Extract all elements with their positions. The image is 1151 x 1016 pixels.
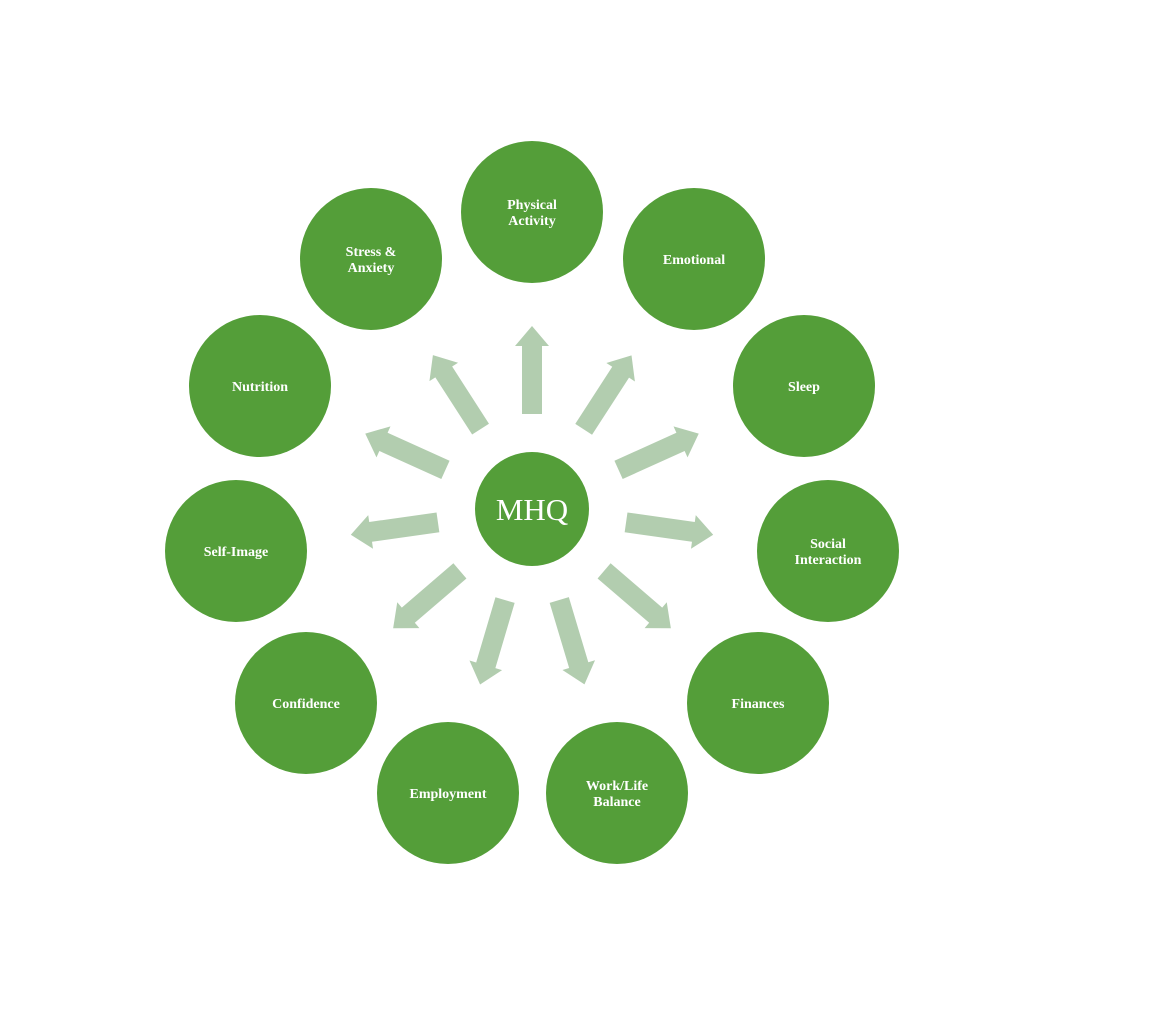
node-stress-anxiety: Stress &Anxiety [300, 188, 442, 330]
arrow-to-work-life-balance [549, 597, 596, 685]
arrow-to-finances [597, 563, 671, 629]
node-label: Employment [410, 787, 487, 802]
arrow-to-self-image [350, 512, 440, 549]
arrow-to-confidence [393, 563, 467, 629]
arrow-to-employment [469, 597, 515, 685]
arrow-to-nutrition [365, 426, 450, 479]
node-circle [300, 188, 442, 330]
arrow-to-emotional [575, 355, 635, 435]
node-label: Activity [508, 214, 555, 229]
node-label: Emotional [663, 253, 725, 268]
center-circle [475, 452, 589, 566]
node-confidence: Confidence [235, 632, 377, 774]
node-label: Nutrition [232, 380, 288, 395]
node-circle [623, 188, 765, 330]
node-circle [189, 315, 331, 457]
node-circle [687, 632, 829, 774]
node-circle [461, 141, 603, 283]
arrows-group [350, 326, 714, 685]
node-label: Balance [593, 795, 640, 810]
node-label: Confidence [272, 697, 340, 712]
node-label: Work/Life [586, 779, 648, 794]
node-label: Physical [507, 198, 557, 213]
node-circle [165, 480, 307, 622]
arrow-to-stress-anxiety [429, 355, 489, 435]
node-label: Stress & [346, 245, 397, 260]
center-label: MHQ [496, 492, 568, 527]
node-circle [235, 632, 377, 774]
node-circle [546, 722, 688, 864]
nodes-group: PhysicalActivityEmotionalSleepSocialInte… [165, 141, 899, 864]
arrow-to-social-interaction [624, 512, 714, 549]
node-label: Anxiety [348, 261, 395, 276]
arrow-to-sleep [614, 426, 699, 479]
center-node: MHQ [475, 452, 589, 566]
node-circle [733, 315, 875, 457]
node-employment: Employment [377, 722, 519, 864]
node-label: Sleep [788, 380, 820, 395]
node-label: Social [810, 537, 846, 552]
node-self-image: Self-Image [165, 480, 307, 622]
node-nutrition: Nutrition [189, 315, 331, 457]
node-label: Self-Image [204, 545, 269, 560]
node-emotional: Emotional [623, 188, 765, 330]
node-finances: Finances [687, 632, 829, 774]
node-circle [757, 480, 899, 622]
node-label: Finances [732, 697, 785, 712]
arrow-to-physical-activity [515, 326, 549, 414]
node-sleep: Sleep [733, 315, 875, 457]
node-circle [377, 722, 519, 864]
node-label: Interaction [795, 553, 862, 568]
